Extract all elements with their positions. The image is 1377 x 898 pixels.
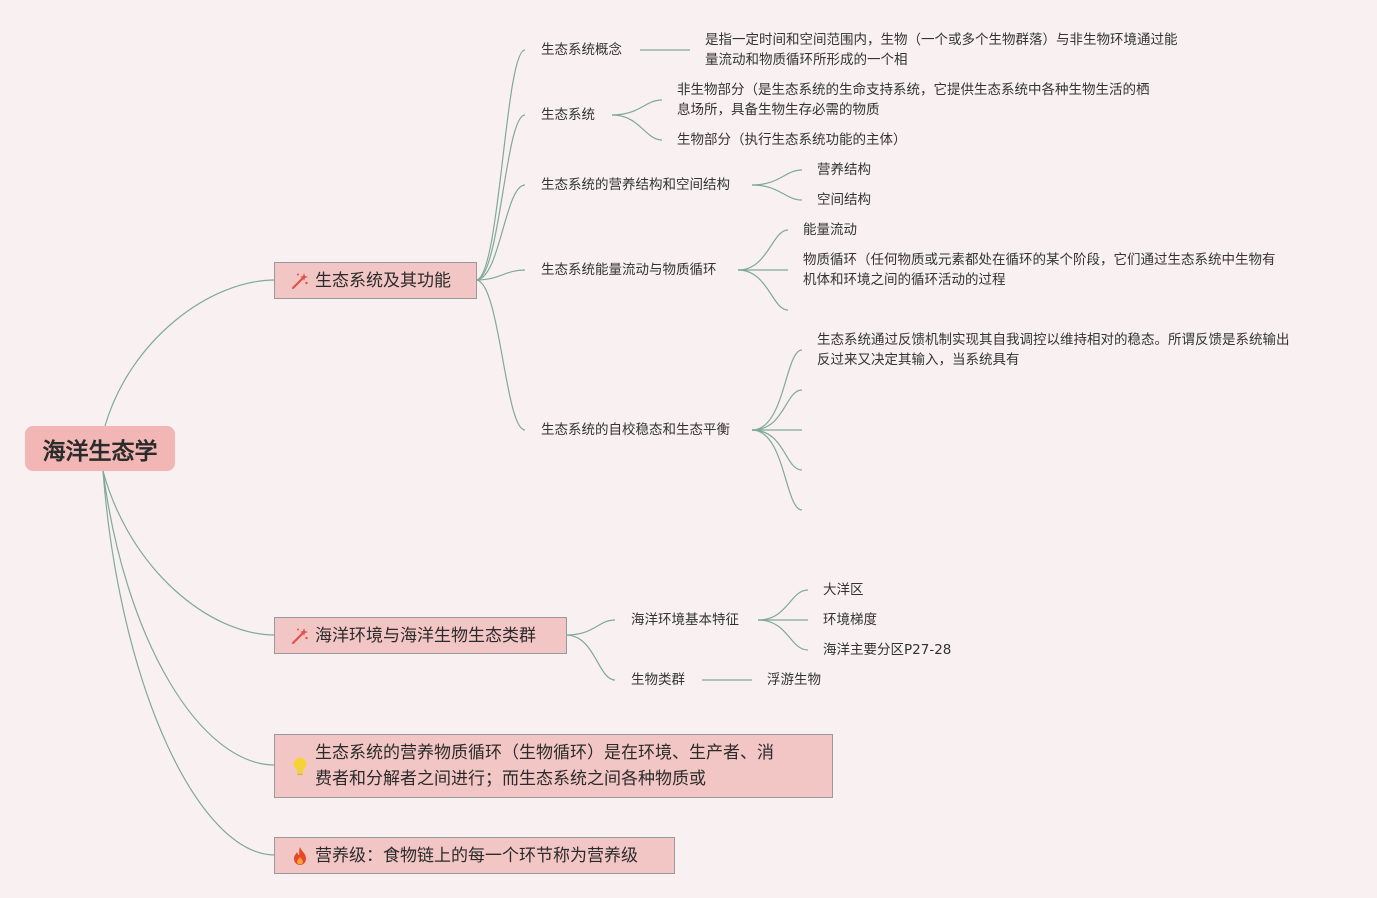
connector-root-topic4 [102,470,276,856]
topic-label: 生态系统及其功能 [315,270,451,291]
subtopic-structure[interactable]: 生态系统的营养结构和空间结构 [541,177,730,193]
fire-icon [291,846,315,866]
leaf-environment-gradient[interactable]: 环境梯度 [823,612,877,628]
leaf-material-cycle[interactable]: 物质循环（任何物质或元素都处在循环的某个阶段，它们通过生态系统中生物有 机体和环… [803,250,1276,290]
root-node[interactable]: 海洋生态学 [25,426,175,471]
topic-label: 营养级：食物链上的每一个环节称为营养级 [315,845,638,866]
connector-root-topic3 [102,470,276,766]
topic-line: 费者和分解者之间进行；而生态系统之间各种物质或 [315,769,706,789]
subtopic-biological-groups[interactable]: 生物类群 [631,672,685,688]
topic-marine-environment[interactable]: 海洋环境与海洋生物生态类群 [274,617,567,654]
leaf-line: 生态系统通过反馈机制实现其自我调控以维持相对的稳态。所谓反馈是系统输出 [817,332,1290,348]
leaf-line: 物质循环（任何物质或元素都处在循环的某个阶段，它们通过生态系统中生物有 [803,252,1276,268]
topic-trophic-level[interactable]: 营养级：食物链上的每一个环节称为营养级 [274,837,675,874]
leaf-line: 量流动和物质循环所形成的一个相 [705,52,908,68]
leaf-concept-definition[interactable]: 是指一定时间和空间范围内，生物（一个或多个生物群落）与非生物环境通过能 量流动和… [705,30,1178,70]
magic-wand-icon [291,627,315,645]
leaf-line: 是指一定时间和空间范围内，生物（一个或多个生物群落）与非生物环境通过能 [705,32,1178,48]
magic-wand-icon [291,272,315,290]
subtopic-energy-flow[interactable]: 生态系统能量流动与物质循环 [541,262,717,278]
topic-label: 海洋环境与海洋生物生态类群 [315,625,536,646]
root-label: 海洋生态学 [42,438,158,465]
topic-line: 生态系统的营养物质循环（生物循环）是在环境、生产者、消 [315,743,774,763]
leaf-abiotic-part[interactable]: 非生物部分（是生态系统的生命支持系统，它提供生态系统中各种生物生活的栖 息场所，… [677,80,1150,120]
subtopic-ecosystem-concept[interactable]: 生态系统概念 [541,42,622,58]
leaf-line: 机体和环境之间的循环活动的过程 [803,272,1006,288]
leaf-marine-zones[interactable]: 海洋主要分区P27-28 [823,642,952,658]
topic-label-multiline: 生态系统的营养物质循环（生物循环）是在环境、生产者、消 费者和分解者之间进行；而… [315,740,774,792]
subtopic-ecosystem[interactable]: 生态系统 [541,107,595,123]
topic-nutrient-cycle[interactable]: 生态系统的营养物质循环（生物循环）是在环境、生产者、消 费者和分解者之间进行；而… [274,734,833,798]
leaf-line: 息场所，具备生物生存必需的物质 [677,102,880,118]
leaf-trophic-structure[interactable]: 营养结构 [817,162,871,178]
leaf-biotic-part[interactable]: 生物部分（执行生态系统功能的主体） [677,132,907,148]
connector-root-topic1 [104,279,276,427]
leaf-feedback-mechanism[interactable]: 生态系统通过反馈机制实现其自我调控以维持相对的稳态。所谓反馈是系统输出 反过来又… [817,330,1290,370]
topic-ecosystem-function[interactable]: 生态系统及其功能 [274,262,477,299]
subtopic-marine-features[interactable]: 海洋环境基本特征 [631,612,739,628]
leaf-ocean-zone[interactable]: 大洋区 [823,582,864,598]
subtopic-homeostasis[interactable]: 生态系统的自校稳态和生态平衡 [541,422,730,438]
lightbulb-icon [291,756,315,776]
connector-root-topic2 [102,470,276,636]
leaf-spatial-structure[interactable]: 空间结构 [817,192,871,208]
leaf-line: 非生物部分（是生态系统的生命支持系统，它提供生态系统中各种生物生活的栖 [677,82,1150,98]
leaf-energy-flow[interactable]: 能量流动 [803,222,857,238]
leaf-line: 反过来又决定其输入，当系统具有 [817,352,1020,368]
leaf-plankton[interactable]: 浮游生物 [767,672,821,688]
